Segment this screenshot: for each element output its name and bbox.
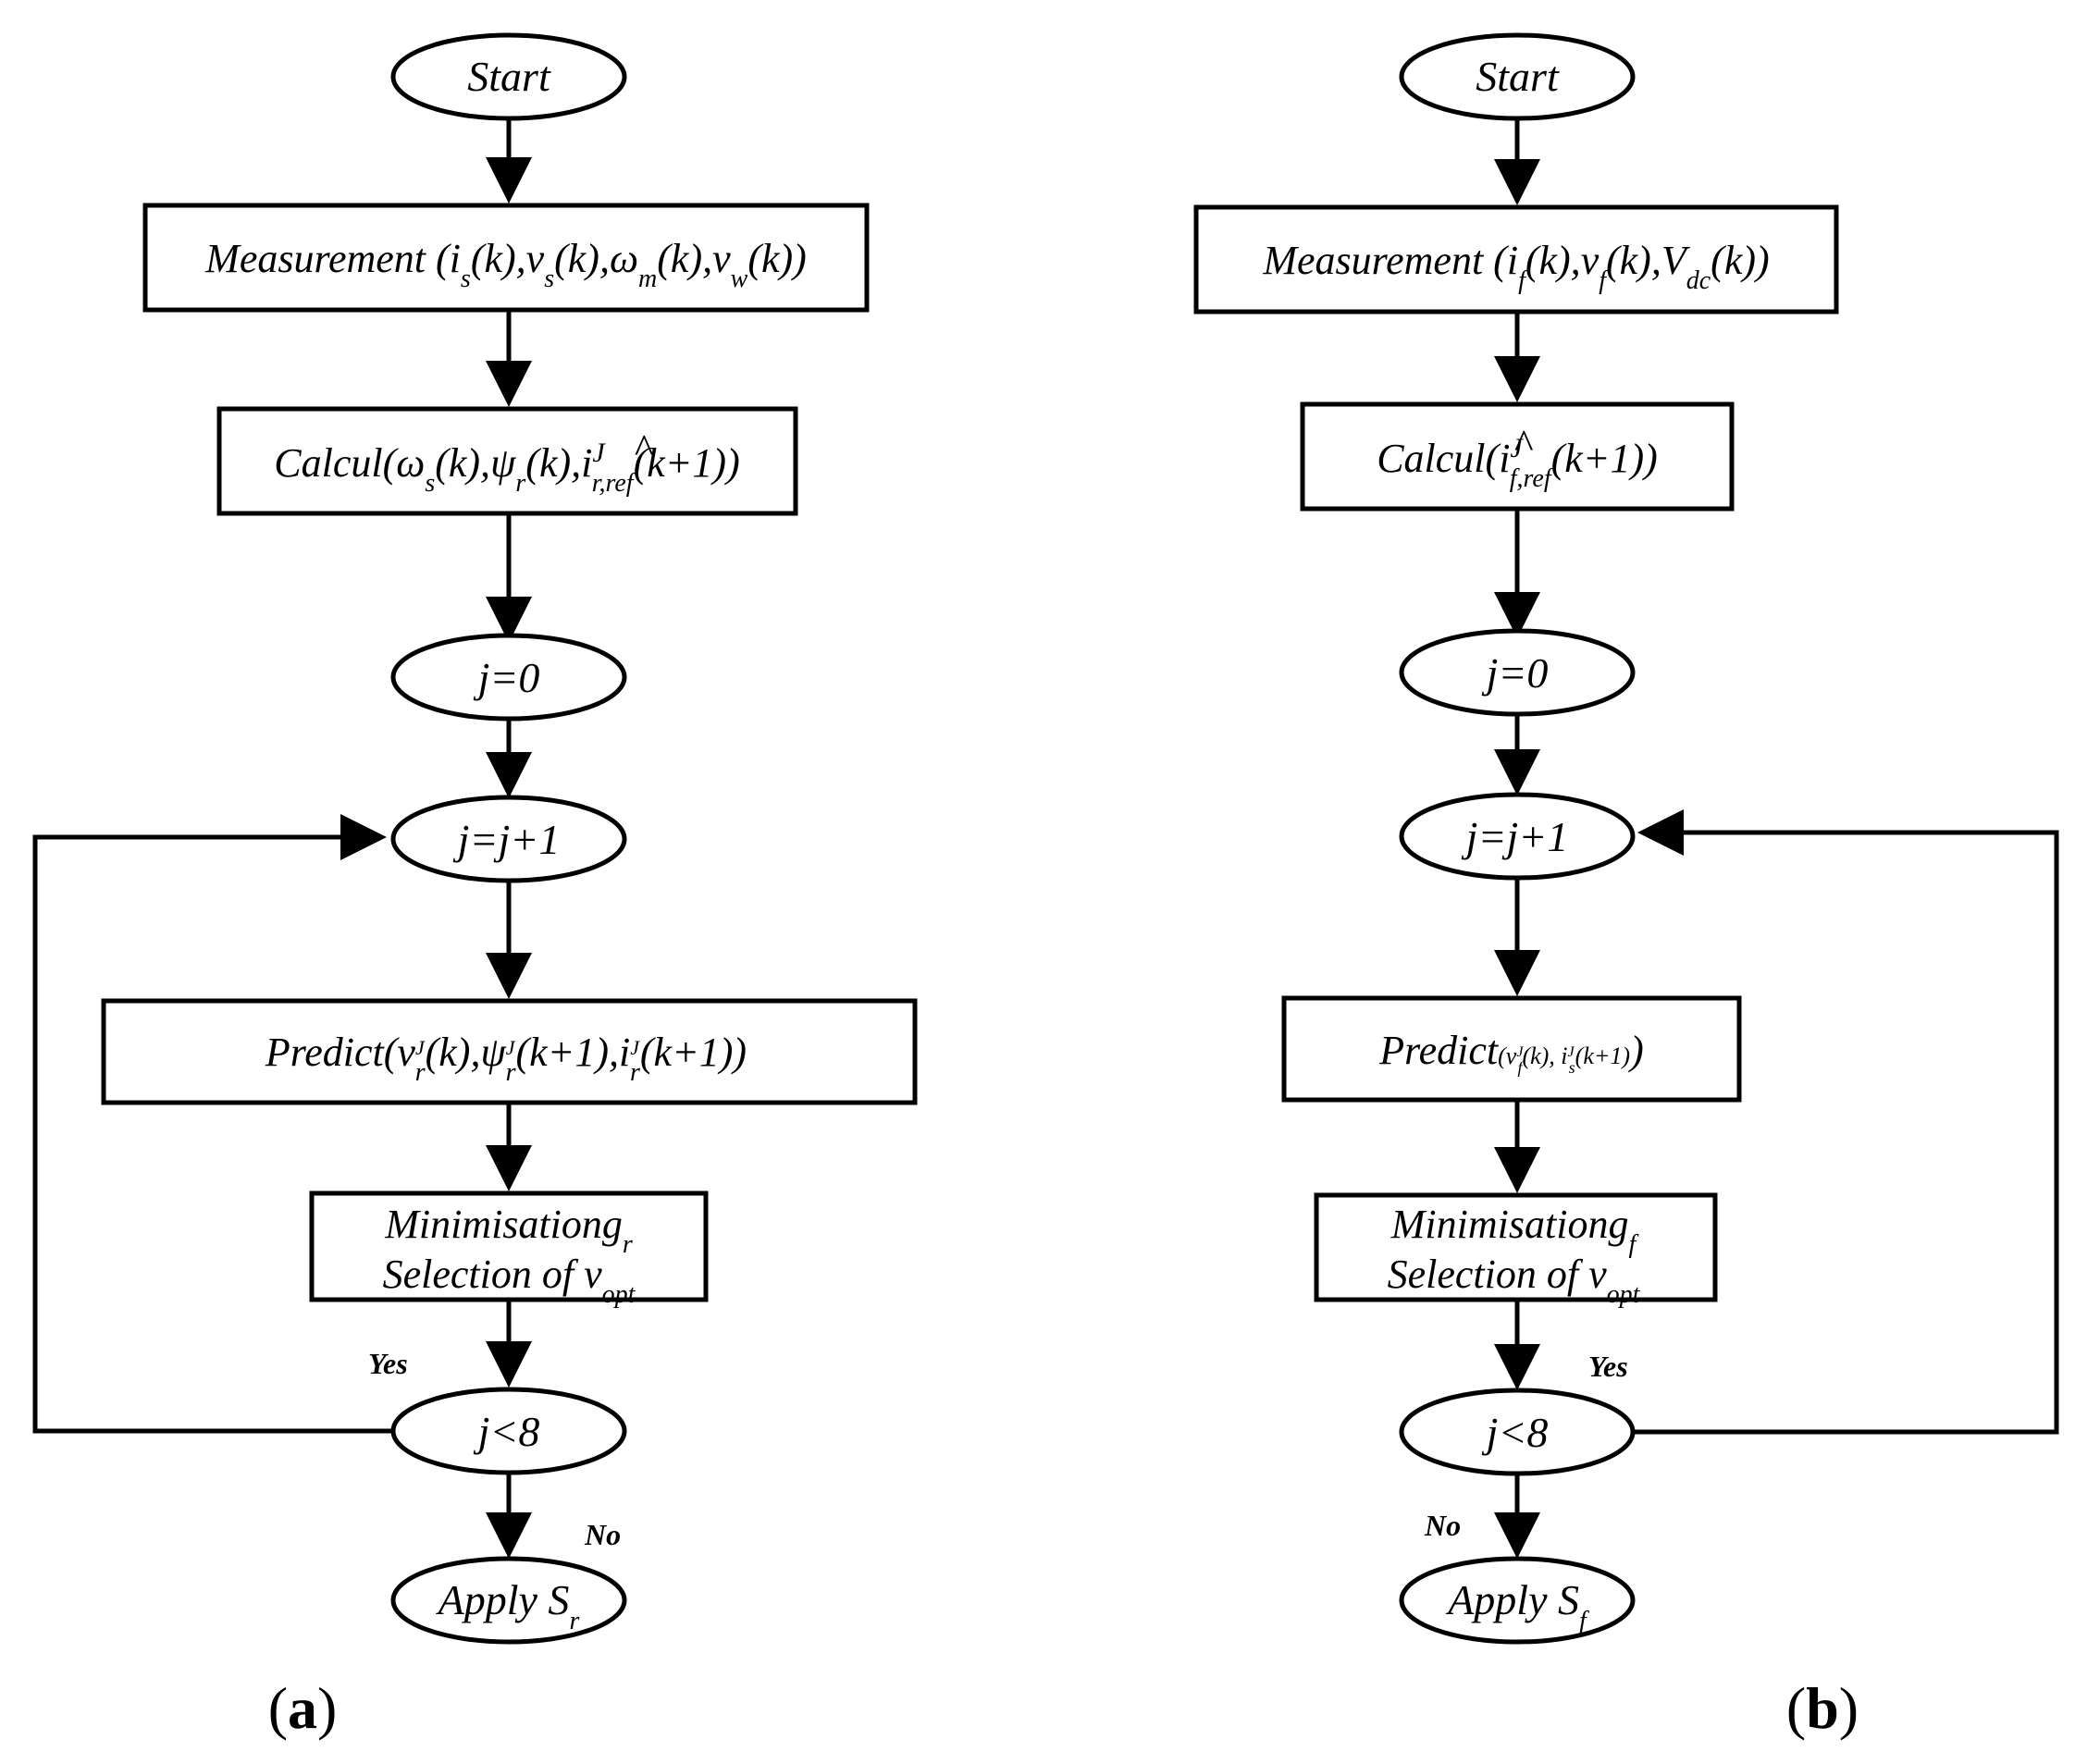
flowchart-b: Start Measurement (if(k),vf(k),Vdc(k)) C… [1193, 32, 2059, 1741]
init-node-a: j=0 [390, 633, 627, 722]
minimisation-line1-a: Minimisationgr [384, 1202, 633, 1259]
increment-label-a: j=j+1 [453, 816, 561, 863]
increment-node-b: j=j+1 [1399, 792, 1636, 881]
panel-label-b: (b) [1786, 1675, 1859, 1741]
measurement-box-b: Measurement (if(k),vf(k),Vdc(k)) [1193, 204, 1839, 315]
increment-node-a: j=j+1 [390, 795, 627, 883]
yes-label-b: Yes [1588, 1350, 1628, 1383]
panel-label-a: (a) [268, 1675, 338, 1741]
no-label-b: No [1424, 1509, 1461, 1542]
condition-node-a: j<8 [390, 1387, 627, 1475]
start-label-a: Start [467, 53, 551, 100]
increment-label-b: j=j+1 [1462, 813, 1569, 860]
minimisation-line2-a: Selection of vopt [383, 1252, 636, 1309]
init-label-b: j=0 [1482, 649, 1549, 697]
flowchart-a: Start Measurement (is(k),vs(k),ωm(k),vw(… [32, 32, 918, 1741]
measurement-text-b: Measurement (if(k),vf(k),Vdc(k)) [1262, 238, 1769, 295]
start-label-b: Start [1476, 53, 1560, 100]
apply-label-b: Apply Sf [1445, 1576, 1589, 1635]
condition-label-b: j<8 [1482, 1409, 1549, 1456]
start-node-b: Start [1399, 32, 1636, 121]
measurement-text-a: Measurement (is(k),vs(k),ωm(k),vw(k)) [204, 236, 807, 293]
yes-label-a: Yes [368, 1347, 408, 1380]
condition-node-b: j<8 [1399, 1388, 1636, 1476]
no-label-a: No [584, 1518, 621, 1551]
minimisation-line1-b: Minimisationgf [1390, 1202, 1639, 1259]
calcul-hat-a: ^ [634, 426, 653, 472]
minimisation-box-a: Minimisationgr Selection of vopt [309, 1190, 709, 1309]
measurement-box-a: Measurement (is(k),vs(k),ωm(k),vw(k)) [142, 203, 870, 313]
loop-arrow-b [1633, 809, 2059, 1435]
init-label-a: j=0 [474, 654, 540, 701]
apply-label-a: Apply Sr [436, 1576, 580, 1635]
apply-node-b: Apply Sf [1399, 1556, 1636, 1645]
init-node-b: j=0 [1399, 628, 1636, 717]
start-node-a: Start [390, 32, 627, 121]
minimisation-line2-b: Selection of vopt [1388, 1252, 1641, 1309]
apply-node-a: Apply Sr [390, 1556, 627, 1645]
condition-label-a: j<8 [474, 1408, 540, 1455]
minimisation-box-b: Minimisationgf Selection of vopt [1314, 1192, 1718, 1309]
calcul-hat-b: ^ [1513, 422, 1533, 467]
loop-arrow-a [32, 814, 393, 1434]
